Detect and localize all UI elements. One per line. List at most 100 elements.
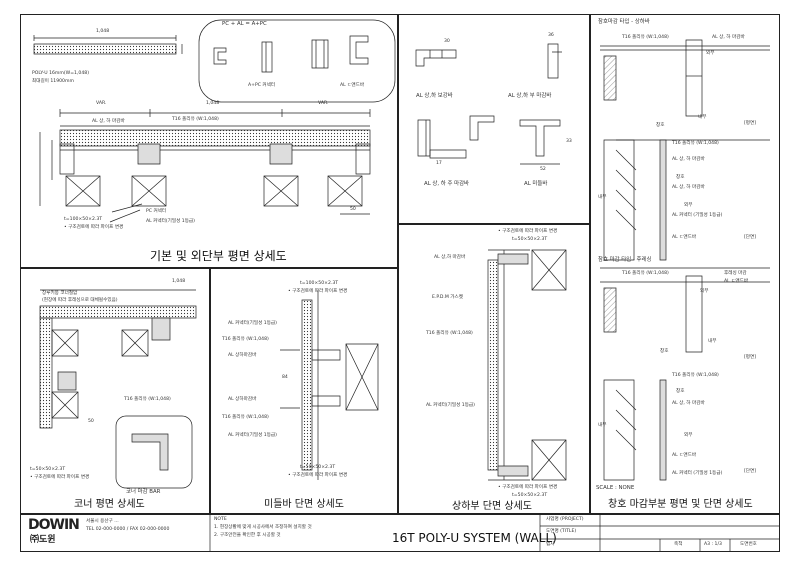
panel-window-detail xyxy=(590,14,780,514)
panel5-caption: 미들바 단면 상세도 xyxy=(264,499,344,510)
p3-t16-l2: T16 폴리유 (W:1,048) xyxy=(672,373,719,378)
struct-note: • 구조검토에 따라 파이프 변경 xyxy=(64,225,124,230)
p3-t16: T16 폴리유 (W:1,048) xyxy=(622,35,669,40)
dim-1048b: 1,048 xyxy=(206,101,220,106)
p6-al-conn: AL 커넥터(기밀성 1등급) xyxy=(426,403,475,408)
project-label: 사업명 (PROJECT) xyxy=(546,517,584,522)
p5-t16b: T16 폴리유 (W:1,048) xyxy=(222,415,269,420)
p6-thk: t=50×50×2.3T xyxy=(512,237,548,242)
panel-corner-plan xyxy=(20,268,210,514)
p2-d17: 17 xyxy=(436,161,442,166)
note-label: NOTE xyxy=(214,517,227,522)
al-finish-title: AL 상,하 부 마감바 xyxy=(508,93,552,99)
p5-thk-bot: t=50×50×2.3T xyxy=(300,465,336,470)
p6-epdm: E.P.D.M 가스켓 xyxy=(432,295,463,300)
p5-al-conn: AL 커넥터(기밀성 1등급) xyxy=(228,321,277,326)
panel1-caption: 기본 및 외단부 평면 상세도 xyxy=(150,249,287,263)
p3-al-top-b: AL 상, 하 마감바 xyxy=(672,157,705,162)
formula-label: PC + AL = A+PC xyxy=(222,21,267,27)
company-logo-sub: ㈜도윈 xyxy=(30,535,56,545)
p4-note1: 장루키봉 코너철암 xyxy=(42,291,78,296)
p2-d36: 36 xyxy=(548,33,554,38)
note-2: 2. 구조안전을 확인한 후 시공할 것 xyxy=(214,533,281,538)
p3-window-4: 창호 xyxy=(676,389,685,394)
p5-struct-bot: • 구조검토에 따라 파이프 변경 xyxy=(288,473,348,478)
p6-struct2: • 구조검토에 따라 파이프 변경 xyxy=(498,485,558,490)
p6-thk2: t=50×50×2.3T xyxy=(512,493,548,498)
p6-al-top: AL 상,하 마감바 xyxy=(434,255,466,260)
address-1: 서울시 용산구 ... xyxy=(86,519,119,524)
p6-struct: • 구조검토에 따라 파이프 변경 xyxy=(498,229,558,234)
company-logo: DOWIN xyxy=(28,517,80,533)
window-lower-title: 참호 마감 타입 - 후레싱 xyxy=(598,257,652,263)
p3-section-1: [단면] xyxy=(744,235,757,240)
p4-t16: T16 폴리유 (W:1,048) xyxy=(124,397,171,402)
p3-al-end-l: AL ㄷ앤드바 xyxy=(724,279,749,284)
p3-inner-1: 내부 xyxy=(698,115,707,120)
al-channel-label: AL ㄷ앤드바 xyxy=(340,83,365,88)
panel6-caption: 상하부 단면 상세도 xyxy=(452,501,532,512)
p5-al-conn2: AL 커넥터(기밀성 1등급) xyxy=(228,433,277,438)
p5-struct-top: • 구조검토에 따라 파이프 변경 xyxy=(288,289,348,294)
thk-note: t=100×50×2.3T xyxy=(64,217,103,222)
p3-window-3: 창호 xyxy=(660,349,669,354)
p5-t16a: T16 폴리유 (W:1,048) xyxy=(222,337,269,342)
p3-window-2: 창호 xyxy=(676,175,685,180)
p3-outer-3: 외부 xyxy=(700,289,709,294)
p3-outer-2: 외부 xyxy=(684,203,693,208)
p3-al-conn-l: AL 커넥터 (기밀성 1등급) xyxy=(672,471,723,476)
p3-al-end: AL ㄷ앤드바 xyxy=(672,235,697,240)
dim-50: 50 xyxy=(350,207,356,212)
p3-plan-2: [평면] xyxy=(744,355,757,360)
window-upper-title: 참호마감 타입 - 상하바 xyxy=(598,19,650,25)
p3-al-top: AL 상, 하 마감바 xyxy=(712,35,745,40)
p4-note2: (현장에 따라 후레싱으로 대체될수있음) xyxy=(42,298,118,303)
p2-d52: 52 xyxy=(540,167,546,172)
p3-inner-2: 내부 xyxy=(598,195,607,200)
ac-connector-label: A+PC 커넥터 xyxy=(248,83,276,88)
panel-updown-section xyxy=(398,224,590,514)
p3-window-1: 창호 xyxy=(656,123,665,128)
al-reinforce-title: AL 상,하 보강바 xyxy=(416,93,453,99)
drawing-number-label: 도면번호 xyxy=(740,542,757,547)
al-top-bottom-label: AL 상, 하 마감바 xyxy=(92,119,125,124)
p4-d50: 50 xyxy=(88,419,94,424)
address-2: TEL 02-000-0000 / FAX 02-000-0000 xyxy=(86,527,170,532)
sign-label: 범사 xyxy=(546,542,555,547)
p3-al-top-l: AL 상, 하 마감바 xyxy=(672,401,705,406)
panel-profiles xyxy=(398,14,590,224)
p4-dim-1048: 1,048 xyxy=(172,279,186,284)
poly-note: POLY-U 16mm(W=1,048) xyxy=(32,71,89,76)
dim-var-right: VAR. xyxy=(318,101,329,106)
p3-al-end-l2: AL ㄷ앤드바 xyxy=(672,453,697,458)
note-1: 1. 현장상황에 맞게 시공사에서 조정하여 설치할 것 xyxy=(214,525,312,530)
scale-label: 축척 xyxy=(674,542,683,547)
dim-1048: 1,048 xyxy=(96,29,110,34)
p3-flashing: 후레싱 마감 xyxy=(724,271,747,276)
sheet-number: A3 : 1/3 xyxy=(704,542,722,547)
p3-outer-4: 외부 xyxy=(684,433,693,438)
sheet-title: 16T POLY-U SYSTEM (WALL) xyxy=(392,531,557,545)
p3-inner-4: 내부 xyxy=(598,423,607,428)
p5-al-finish: AL 상하마감바 xyxy=(228,353,257,358)
panel-basic-plan xyxy=(20,14,398,268)
p3-section-2: [단면] xyxy=(744,469,757,474)
p5-thk-top: t=100×50×2.3T xyxy=(300,281,339,286)
p2-d33: 33 xyxy=(566,139,572,144)
title-block xyxy=(20,514,780,552)
p4-thk: t=50×50×2.3T xyxy=(30,467,66,472)
corner-bar-label: 코너 마감 BAR xyxy=(126,489,161,495)
scale-note: SCALE : NONE xyxy=(596,485,635,491)
p3-al-top-c: AL 상, 하 마감바 xyxy=(672,185,705,190)
p3-plan-1: [평면] xyxy=(744,121,757,126)
t16-label: T16 폴리유 (W:1,048) xyxy=(172,117,219,122)
al-connector-label: AL 커넥터(기밀성 1등급) xyxy=(146,219,195,224)
panel3-caption: 창호 마감부분 평면 및 단면 상세도 xyxy=(608,499,753,510)
p4-struct: • 구조검토에 따라 파이프 변경 xyxy=(30,475,90,480)
drawing-label: 도면명 (TITLE) xyxy=(546,529,577,534)
al-mid-title: AL 미들바 xyxy=(524,181,548,187)
p3-inner-3: 내부 xyxy=(708,339,717,344)
al-main-title: AL 상, 하 주 마감바 xyxy=(424,181,470,187)
